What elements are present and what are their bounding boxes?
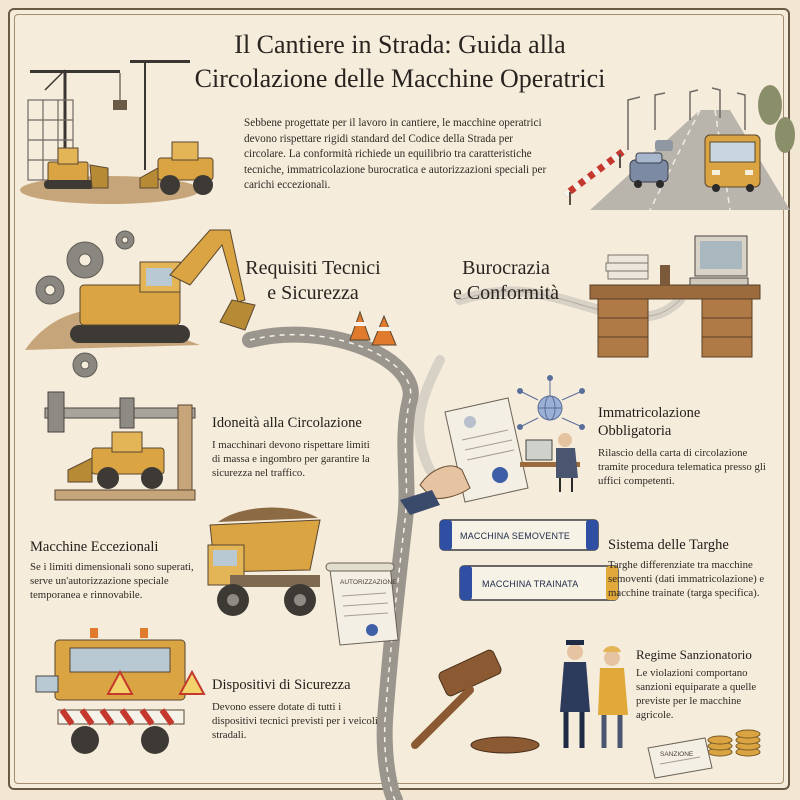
card-title-targhe: Sistema delle Targhe [608,536,778,554]
card-title-dispositivi: Dispositivi di Sicurezza [212,676,392,694]
section-title-line: e Conformità [446,281,566,306]
license-plate-icon: MACCHINA TRAINATA [460,566,618,600]
section-title-requisiti: Requisiti Tecnici e Sicurezza [238,256,388,306]
section-title-line: Requisiti Tecnici [238,256,388,281]
plate-semovente: MACCHINA SEMOVENTE [460,531,570,541]
computer-icon [690,236,748,285]
bus-icon [705,135,760,192]
wheel-loader-icon [140,142,213,195]
ticket-label: SANZIONE [660,751,694,758]
construction-worker-icon [598,646,628,748]
wheel-loader-icon [68,432,164,489]
bulldozer-icon [44,148,108,189]
card-body-dispositivi: Devono essere dotate di tutti i disposit… [212,700,380,742]
globe-network-icon [518,376,585,430]
card-title-idoneita: Idoneità alla Circolazione [212,414,402,432]
card-body-immatricolazione: Rilascio della carta di circolazione tra… [598,446,778,488]
title-line-1: Il Cantiere in Strada: Guida alla [150,28,650,62]
card-title-eccezionali: Macchine Eccezionali [30,538,205,556]
paper-stack [606,255,648,279]
card-title-sanzioni: Regime Sanzionatorio [636,646,786,664]
card-title-immatricolazione: Immatricolazione Obbligatoria [598,404,768,440]
scroll-icon: AUTORIZZAZIONE [326,563,398,645]
coin-stack-icon [708,730,760,756]
license-plate-icon: MACCHINA SEMOVENTE [440,520,598,550]
card-body-targhe: Targhe differenziate tra macchine semove… [608,558,778,600]
desk-icon [590,285,760,357]
intro-paragraph: Sebbene progettate per il lavoro in cant… [244,116,554,194]
dump-truck-icon [208,507,320,616]
section-title-burocrazia: Burocrazia e Conformità [446,256,566,306]
traffic-cone-icon [350,312,396,345]
card-body-sanzioni: Le violazioni comportano sanzioni equipa… [636,666,766,722]
card-body-idoneita: I macchinari devono rispettare limiti di… [212,438,380,480]
card-body-eccezionali: Se i limiti dimensionali sono superati, … [30,560,205,602]
plate-trainata: MACCHINA TRAINATA [482,579,578,589]
section-title-line: e Sicurezza [238,281,388,306]
highway-scene [565,85,795,210]
roadside-trees [758,85,795,153]
gavel-icon [415,649,539,753]
office-worker-icon [520,433,580,492]
section-title-line: Burocrazia [446,256,566,281]
police-officer-icon [560,640,590,748]
document-label: AUTORIZZAZIONE [340,579,397,586]
page-title: Il Cantiere in Strada: Guida alla Circol… [150,28,650,96]
title-line-2: Circolazione delle Macchine Operatrici [150,62,650,96]
mirror-icon [36,676,58,692]
stamp-icon [660,265,670,285]
fine-ticket-icon: SANZIONE [648,738,712,778]
